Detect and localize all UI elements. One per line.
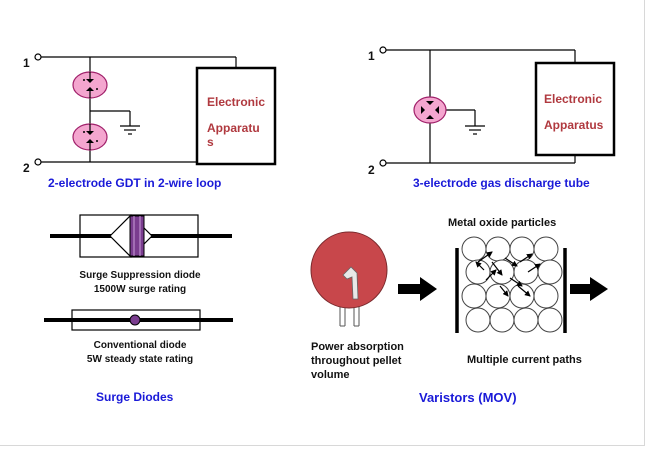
metal-oxide-particle <box>461 236 487 262</box>
current-path-arrow <box>499 285 509 297</box>
metal-oxide-particle <box>509 283 535 309</box>
gas-tube-icon <box>72 71 108 99</box>
metal-oxide-particle <box>489 307 515 333</box>
current-path-arrow <box>527 263 541 273</box>
varistor-pellet-icon <box>310 231 388 327</box>
arrow-icon <box>570 277 608 301</box>
ground-icon <box>120 125 140 135</box>
current-paths-label: Multiple current paths <box>467 354 582 366</box>
current-path-arrow <box>519 253 533 263</box>
current-path-arrow <box>475 261 485 271</box>
gdt3-terminal-2-label: 2 <box>368 163 375 177</box>
pellet-label-line1: Power absorption <box>311 341 404 353</box>
current-path-arrow <box>491 261 503 276</box>
current-path-arrow <box>509 277 523 287</box>
diode-icon <box>129 314 141 326</box>
pellet-label-line3: volume <box>311 369 350 381</box>
terminal-1-node <box>34 53 42 61</box>
metal-oxide-particle <box>513 307 539 333</box>
mov-particle-block <box>455 236 567 333</box>
metal-oxide-particle <box>509 236 535 262</box>
gdt3-circuit <box>379 46 576 167</box>
gas-tube-icon <box>72 123 108 151</box>
gdt2-terminal-1-label: 1 <box>23 56 30 70</box>
metal-oxide-particle <box>461 283 487 309</box>
gdt2-apparatus-box <box>195 66 277 166</box>
current-path-arrow <box>477 251 493 263</box>
terminal-2-node <box>34 158 42 166</box>
gdt2-apparatus-line1: Electronic <box>207 95 266 109</box>
metal-oxide-particle <box>513 259 539 285</box>
surge-diode-1 <box>50 214 232 258</box>
metal-oxide-particle <box>537 259 563 285</box>
gdt2-caption: 2-electrode GDT in 2-wire loop <box>48 176 222 190</box>
current-path-arrow <box>485 269 497 281</box>
surge-diode-2 <box>44 309 233 331</box>
particles-label: Metal oxide particles <box>448 217 557 229</box>
surge-diode-label-line1: Surge Suppression diode <box>79 270 201 281</box>
gdt3-terminal-1-label: 1 <box>368 49 375 63</box>
metal-oxide-particle <box>485 283 511 309</box>
gdt3-apparatus-line2: Apparatus <box>544 118 604 132</box>
metal-oxide-particle <box>485 236 511 262</box>
surge-diode-label-line2: 1500W surge rating <box>93 284 187 295</box>
diode-icon <box>129 215 145 257</box>
metal-oxide-particle <box>533 236 559 262</box>
ground-icon <box>465 125 485 135</box>
gdt3-apparatus-line1: Electronic <box>544 92 603 106</box>
gdt2-terminal-2-label: 2 <box>23 161 30 175</box>
conventional-diode-label-line1: Conventional diode <box>93 340 187 351</box>
surge-diodes-caption: Surge Diodes <box>96 390 174 404</box>
pellet-label-line2: throughout pellet <box>311 355 402 367</box>
terminal-1-node <box>379 46 387 54</box>
varistors-caption: Varistors (MOV) <box>419 390 517 405</box>
gdt2-circuit <box>34 53 237 166</box>
gdt3-caption: 3-electrode gas discharge tube <box>413 176 590 190</box>
gdt2-apparatus-line3: s <box>207 135 214 149</box>
current-path-arrow <box>504 257 518 267</box>
conventional-diode-label-line2: 5W steady state rating <box>86 354 194 365</box>
gdt2-apparatus-line2: Apparatu <box>207 121 260 135</box>
arrow-icon <box>398 277 437 301</box>
gdt3-apparatus-box <box>534 61 616 157</box>
metal-oxide-particle <box>533 283 559 309</box>
gas-tube-icon <box>413 96 447 124</box>
metal-oxide-particle <box>465 307 491 333</box>
metal-oxide-particle <box>537 307 563 333</box>
terminal-2-node <box>379 159 387 167</box>
current-path-arrow <box>517 285 531 297</box>
